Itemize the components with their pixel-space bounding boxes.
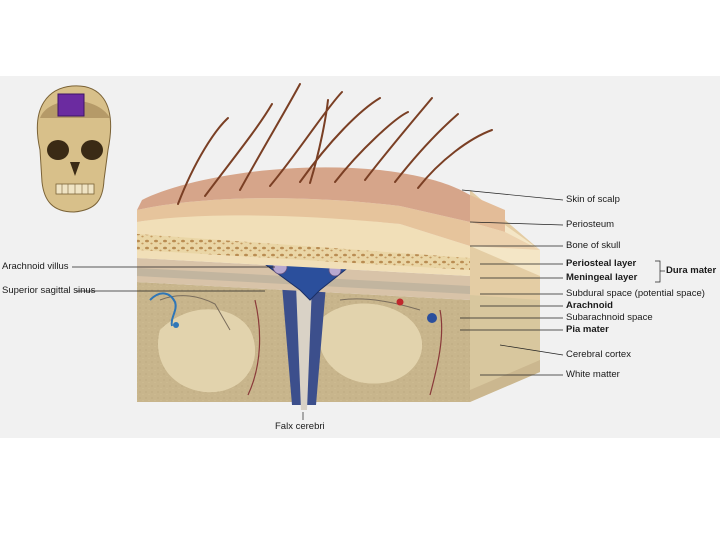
- label-meningeal-layer: Meningeal layer: [566, 272, 637, 283]
- skull-highlight-block: [58, 94, 84, 116]
- label-white-matter: White matter: [566, 369, 620, 380]
- label-arachnoid: Arachnoid: [566, 300, 613, 311]
- label-superior-sagittal-sinus: Superior sagittal sinus: [2, 285, 95, 296]
- label-arachnoid-villus: Arachnoid villus: [2, 261, 69, 272]
- label-subarachnoid-space: Subarachnoid space: [566, 312, 653, 323]
- brain-front-face: [137, 282, 470, 410]
- skull-thumbnail: [37, 86, 110, 212]
- label-skin-of-scalp: Skin of scalp: [566, 194, 620, 205]
- label-bone-of-skull: Bone of skull: [566, 240, 620, 251]
- label-periosteum: Periosteum: [566, 219, 614, 230]
- label-pia-mater: Pia mater: [566, 324, 609, 335]
- label-periosteal-layer: Periosteal layer: [566, 258, 636, 269]
- label-subdural-space: Subdural space (potential space): [566, 288, 705, 299]
- label-dura-mater: Dura mater: [666, 265, 716, 276]
- label-cerebral-cortex: Cerebral cortex: [566, 349, 631, 360]
- label-falx-cerebri: Falx cerebri: [275, 421, 325, 432]
